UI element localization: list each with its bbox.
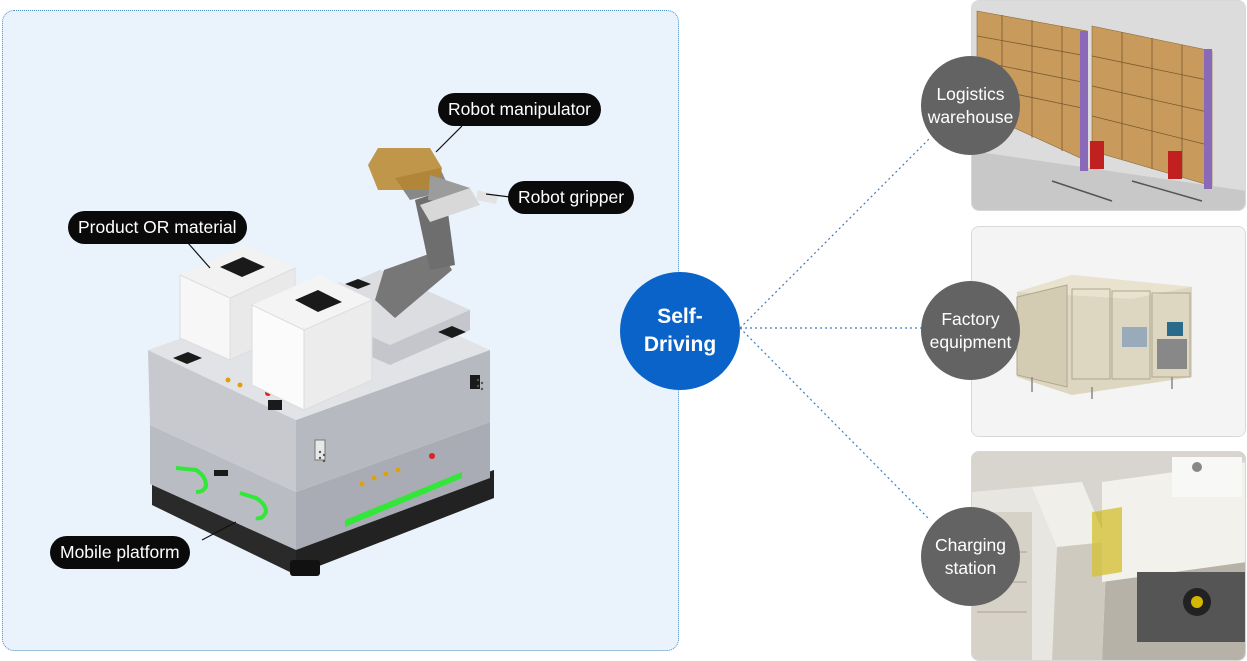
destination-line1: Factory — [941, 308, 1000, 329]
mobile-manipulator-robot-illustration — [148, 148, 498, 576]
destination-line1: Logistics — [936, 83, 1005, 104]
self-driving-hub: Self- Driving — [620, 272, 740, 390]
robot-manipulator-label: Robot manipulator — [438, 93, 601, 126]
robot-label-leaders — [187, 125, 511, 541]
destination-line2: warehouse — [927, 106, 1014, 127]
charging-station-photo — [971, 451, 1246, 661]
destination-line1: Charging — [934, 534, 1007, 555]
destination-charging-station: Charging station — [921, 507, 1020, 606]
mobile-platform-label: Mobile platform — [50, 536, 190, 569]
destination-factory-equipment: Factory equipment — [921, 281, 1020, 380]
destination-logistics-warehouse: Logistics warehouse — [921, 56, 1020, 155]
destination-line2: station — [944, 557, 997, 578]
destination-line2: equipment — [929, 331, 1012, 352]
product-or-material-label: Product OR material — [68, 211, 247, 244]
robot-gripper-label: Robot gripper — [508, 181, 635, 214]
self-driving-line2: Driving — [643, 333, 717, 356]
self-driving-line1: Self- — [657, 305, 703, 328]
